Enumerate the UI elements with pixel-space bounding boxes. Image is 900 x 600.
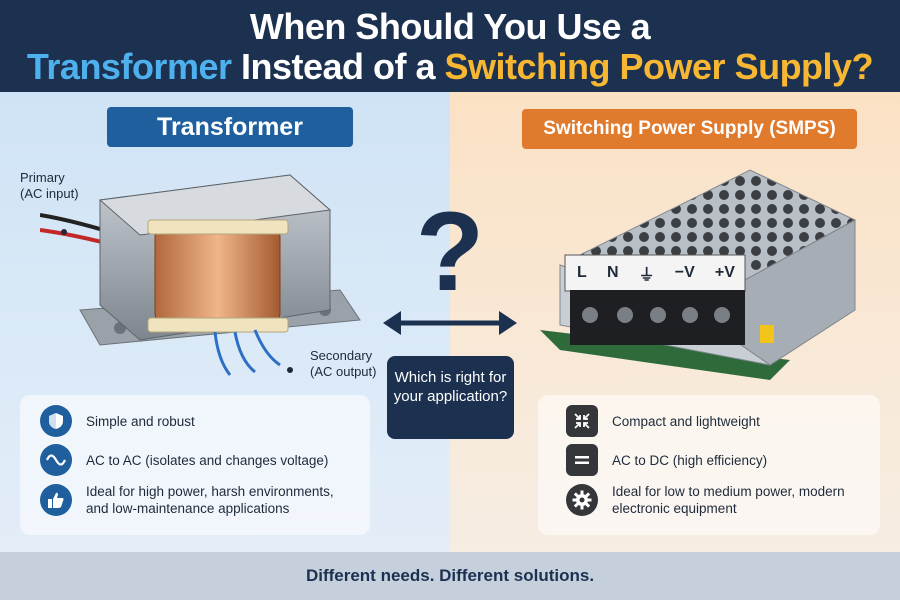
transformer-features: Simple and robust AC to AC (isolates and… [20,395,370,535]
secondary-callout: Secondary (AC output) [310,348,376,380]
title-transformer-highlight: Transformer [26,46,232,87]
header-banner: When Should You Use a Transformer Instea… [0,0,900,92]
smps-features: Compact and lightweight AC to DC (high e… [538,395,880,535]
question-mark: ? [415,189,485,314]
list-item: Compact and lightweight [566,405,760,437]
smps-illustration [540,169,857,380]
primary-callout: Primary (AC input) [20,170,79,202]
feature-text: Simple and robust [86,413,195,429]
question-box: Which is right for your application? [387,356,514,439]
thumbs-up-icon [40,484,72,516]
list-item: Simple and robust [40,405,195,437]
feature-text: Compact and lightweight [612,413,760,429]
feature-text: AC to AC (isolates and changes voltage) [86,452,329,468]
feature-text: AC to DC (high efficiency) [612,452,768,468]
smps-label: Switching Power Supply (SMPS) [522,109,857,149]
terminal-labels: L N ⏚ −V +V [567,258,745,288]
gear-icon [566,484,598,516]
terminal-n: N [606,264,619,281]
feature-text: Ideal for high power, harsh environments… [86,484,334,516]
list-item: Ideal for high power, harsh environments… [40,483,346,517]
title-line-2: Transformer Instead of a Switching Power… [0,46,900,88]
compress-arrows-icon [566,405,598,437]
title-middle-text: Instead of a [231,46,445,87]
transformer-label: Transformer [107,107,353,147]
primary-callout-line-2: (AC input) [20,186,79,201]
equals-icon [566,444,598,476]
title-line-1: When Should You Use a [249,6,651,47]
primary-callout-line-1: Primary [20,170,65,185]
title-smps-highlight: Switching Power Supply? [444,46,874,87]
terminal-plus-v: +V [714,264,735,281]
shield-icon [40,405,72,437]
secondary-callout-line-2: (AC output) [310,364,377,379]
feature-text: Ideal for low to medium power, modern el… [612,484,845,516]
list-item: AC to DC (high efficiency) [566,444,767,476]
transformer-illustration [40,174,361,376]
sine-wave-icon [40,444,72,476]
footer-banner: Different needs. Different solutions. [0,552,900,600]
terminal-ground: ⏚ [638,267,655,284]
list-item: AC to AC (isolates and changes voltage) [40,444,328,476]
terminal-minus-v: −V [674,264,695,281]
list-item: Ideal for low to medium power, modern el… [566,483,852,517]
footer-tagline: Different needs. Different solutions. [305,566,595,585]
secondary-callout-line-1: Secondary [310,348,373,363]
double-arrow-icon [383,311,517,335]
terminal-l: L [577,264,587,281]
